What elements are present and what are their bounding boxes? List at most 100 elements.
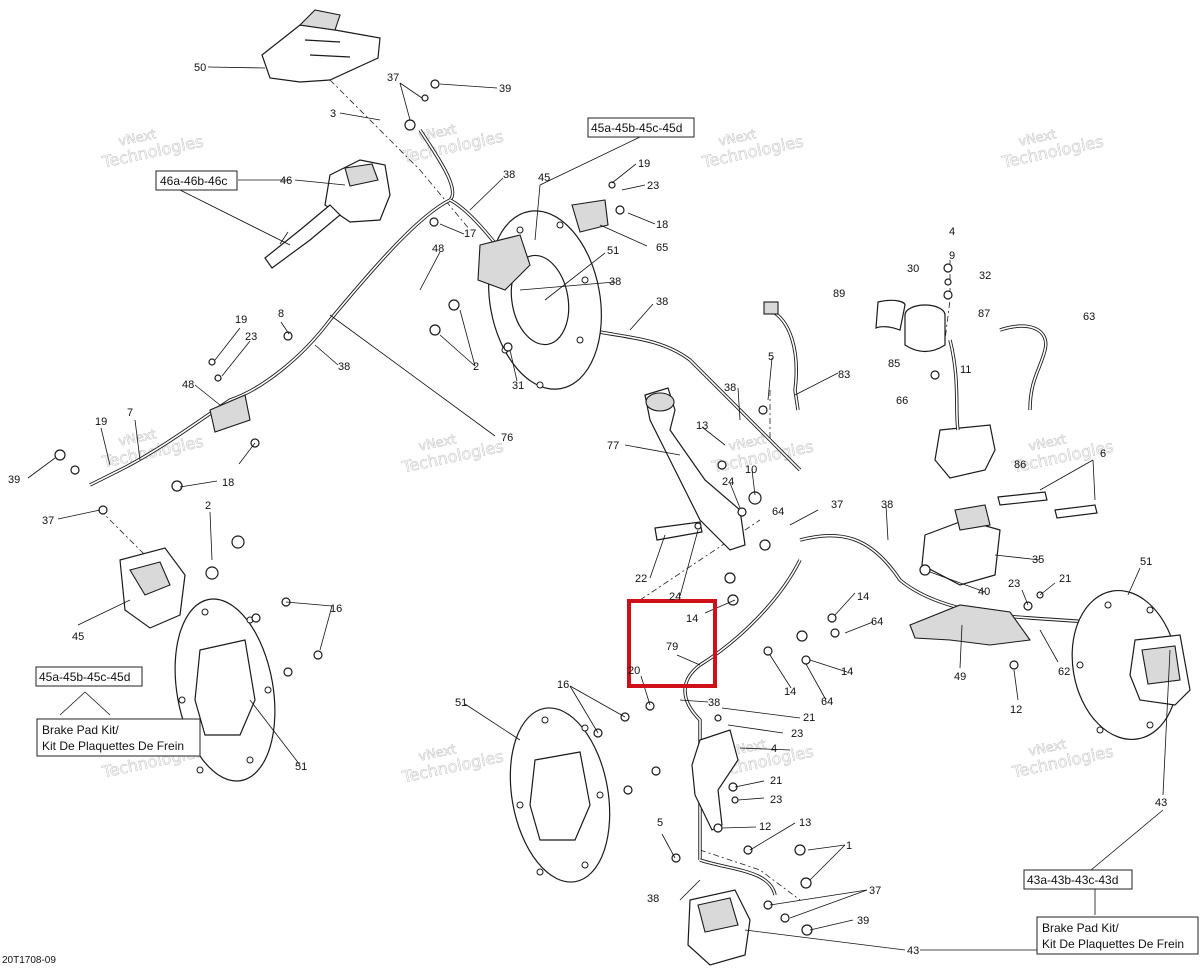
part-label[interactable]: 19 xyxy=(235,314,247,326)
part-label[interactable]: 38 xyxy=(881,499,893,511)
part-label[interactable]: 18 xyxy=(222,477,234,489)
part-label[interactable]: 13 xyxy=(696,420,708,432)
part-label[interactable]: 2 xyxy=(205,500,211,512)
part-label[interactable]: 39 xyxy=(8,474,20,486)
part-label[interactable]: 38 xyxy=(656,296,668,308)
part-label[interactable]: 12 xyxy=(759,821,771,833)
watermark: vNext Technologies xyxy=(399,432,505,477)
part-label[interactable]: 40 xyxy=(978,586,990,598)
part-label[interactable]: 23 xyxy=(245,331,257,343)
part-label[interactable]: 14 xyxy=(841,666,853,678)
brake-pad-kit-left-line2: Kit De Plaquettes De Frein xyxy=(42,739,184,753)
rear-master-cylinder xyxy=(934,339,996,479)
part-label[interactable]: 20 xyxy=(628,665,640,677)
part-label[interactable]: 46 xyxy=(280,175,292,187)
part-label[interactable]: 63 xyxy=(1083,311,1095,323)
part-label[interactable]: 8 xyxy=(278,308,284,320)
part-label[interactable]: 48 xyxy=(432,243,444,255)
part-label[interactable]: 21 xyxy=(1059,573,1071,585)
part-label[interactable]: 17 xyxy=(464,228,476,240)
part-label[interactable]: 35 xyxy=(1032,554,1044,566)
part-label[interactable]: 49 xyxy=(954,671,966,683)
part-label[interactable]: 38 xyxy=(609,276,621,288)
part-label[interactable]: 4 xyxy=(949,226,955,238)
part-label[interactable]: 38 xyxy=(708,697,720,709)
part-label[interactable]: 31 xyxy=(512,380,524,392)
part-label[interactable]: 14 xyxy=(784,686,796,698)
part-label[interactable]: 76 xyxy=(501,432,513,444)
highlight-box[interactable] xyxy=(627,599,717,688)
part-label[interactable]: 13 xyxy=(799,817,811,829)
part-label[interactable]: 19 xyxy=(638,158,650,170)
part-label[interactable]: 16 xyxy=(330,603,342,615)
part-label[interactable]: 5 xyxy=(657,817,663,829)
part-label[interactable]: 64 xyxy=(871,616,883,628)
part-label[interactable]: 64 xyxy=(772,506,784,518)
part-label[interactable]: 1 xyxy=(846,840,852,852)
brake-light-switch xyxy=(763,301,800,411)
part-label[interactable]: 38 xyxy=(338,361,350,373)
part-label[interactable]: 9 xyxy=(949,250,955,262)
part-label[interactable]: 37 xyxy=(42,515,54,527)
front-master-cylinder xyxy=(264,159,391,269)
part-label[interactable]: 3 xyxy=(330,108,336,120)
part-label[interactable]: 24 xyxy=(669,591,681,603)
part-label[interactable]: 24 xyxy=(722,476,734,488)
part-label[interactable]: 14 xyxy=(857,591,869,603)
part-label[interactable]: 6 xyxy=(1100,448,1106,460)
part-label[interactable]: 30 xyxy=(907,263,919,275)
part-label[interactable]: 89 xyxy=(833,288,845,300)
part-label[interactable]: 16 xyxy=(557,679,569,691)
part-label[interactable]: 23 xyxy=(1008,578,1020,590)
part-label[interactable]: 23 xyxy=(647,180,659,192)
part-label[interactable]: 5 xyxy=(768,351,774,363)
rear-brake-line xyxy=(683,534,1091,896)
part-label[interactable]: 19 xyxy=(95,416,107,428)
part-label[interactable]: 38 xyxy=(724,382,736,394)
part-label[interactable]: 62 xyxy=(1058,666,1070,678)
part-label[interactable]: 50 xyxy=(194,62,206,74)
part-label[interactable]: 48 xyxy=(182,379,194,391)
part-label[interactable]: 22 xyxy=(635,573,647,585)
part-label[interactable]: 45 xyxy=(538,172,550,184)
part-label[interactable]: 38 xyxy=(503,169,515,181)
part-label[interactable]: 37 xyxy=(387,72,399,84)
part-label[interactable]: 79 xyxy=(666,641,678,653)
part-label[interactable]: 45 xyxy=(72,631,84,643)
part-label[interactable]: 4 xyxy=(771,743,777,755)
part-label[interactable]: 23 xyxy=(770,794,782,806)
part-label[interactable]: 14 xyxy=(686,613,698,625)
part-label[interactable]: 23 xyxy=(791,728,803,740)
part-label[interactable]: 64 xyxy=(821,696,833,708)
callout-45-top xyxy=(587,117,695,138)
part-label[interactable]: 37 xyxy=(869,885,881,897)
part-label[interactable]: 21 xyxy=(803,712,815,724)
part-label[interactable]: 85 xyxy=(888,358,900,370)
part-label[interactable]: 43 xyxy=(907,945,919,957)
part-label[interactable]: 39 xyxy=(499,83,511,95)
part-label[interactable]: 39 xyxy=(857,915,869,927)
part-label[interactable]: 77 xyxy=(607,440,619,452)
part-label[interactable]: 65 xyxy=(656,242,668,254)
part-label[interactable]: 86 xyxy=(1014,459,1026,471)
callout-45-left-label: 45a-45b-45c-45d xyxy=(39,670,130,684)
part-label[interactable]: 51 xyxy=(607,245,619,257)
part-label[interactable]: 10 xyxy=(745,464,757,476)
part-label[interactable]: 51 xyxy=(295,761,307,773)
part-label[interactable]: 83 xyxy=(838,369,850,381)
part-label[interactable]: 51 xyxy=(1140,556,1152,568)
part-label[interactable]: 21 xyxy=(770,775,782,787)
part-label[interactable]: 38 xyxy=(647,893,659,905)
part-label[interactable]: 7 xyxy=(127,407,133,419)
part-label[interactable]: 87 xyxy=(978,308,990,320)
part-label[interactable]: 18 xyxy=(656,219,668,231)
part-label[interactable]: 43 xyxy=(1155,797,1167,809)
diagram-code: 20T1708-09 xyxy=(2,955,56,966)
part-label[interactable]: 51 xyxy=(455,697,467,709)
part-label[interactable]: 2 xyxy=(473,361,479,373)
part-label[interactable]: 37 xyxy=(831,499,843,511)
part-label[interactable]: 32 xyxy=(979,270,991,282)
part-label[interactable]: 11 xyxy=(960,364,971,376)
part-label[interactable]: 66 xyxy=(896,395,908,407)
part-label[interactable]: 12 xyxy=(1010,704,1022,716)
